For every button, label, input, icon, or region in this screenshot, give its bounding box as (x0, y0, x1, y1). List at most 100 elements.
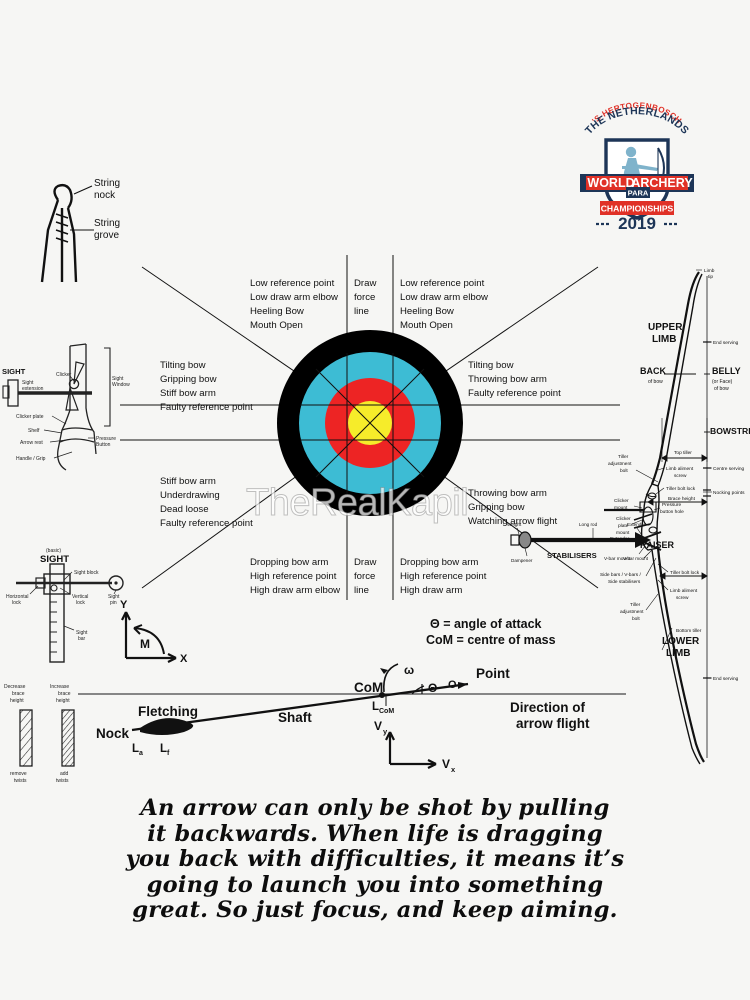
target-label-top-left: Low reference point Low draw arm elbow H… (250, 278, 338, 331)
measure-brace-height (647, 498, 708, 506)
label-back-of-bow-sub: of bow (648, 379, 663, 385)
label-shelf: Shelf (28, 428, 40, 434)
label-upper-limb-line2: LIMB (652, 334, 676, 345)
label-vy-sub: y (383, 727, 388, 736)
label-clicker-mount-1: Clicker (614, 498, 629, 504)
label-string-nock-line2: nock (94, 190, 116, 201)
v-bar-mount-wedge (635, 532, 651, 548)
label-tiller-bolt-lock-top: Tiller bolt lock (666, 486, 696, 492)
label-o: O (448, 679, 457, 691)
label-weight: Weight (507, 522, 522, 527)
label-pressure-button-hole-2: button hole (660, 509, 684, 515)
label-side-bars-1: Side bars / V-bars / (600, 572, 641, 578)
label-lower-limb-line1: LOWER (662, 636, 700, 647)
label-sight-extension-line1: Sight (22, 380, 34, 386)
svg-text:THE NETHERLANDS: THE NETHERLANDS (583, 105, 691, 137)
velocity-axes (385, 731, 437, 769)
dampener-weight (518, 531, 532, 549)
label-string-grove-line1: String (94, 218, 120, 229)
label-tiller-adj-bolt-bottom-3: bolt (632, 616, 640, 622)
moment-label: M (140, 637, 150, 651)
vertical-lock-screw (50, 584, 58, 592)
string-twist-loose (19, 709, 33, 767)
label-belly-of-bow: BELLY (712, 366, 741, 376)
target-label-bottom-left: Dropping bow arm High reference point Hi… (250, 557, 341, 596)
riser-leader-lines (43, 375, 94, 459)
label-sight-window-line1: Sight (112, 376, 124, 382)
quote-line-3: you back with difficulties, it means it’… (125, 846, 625, 872)
label-decrease-line2: brace (12, 691, 25, 697)
stabiliser-leader-lines (516, 527, 646, 557)
label-clicker-plate-3: mount (616, 530, 630, 536)
label-remove-line1: remove (10, 771, 27, 777)
measure-bottom-tiller (659, 572, 708, 580)
legend-com: CoM = centre of mass (426, 633, 556, 647)
side-bar-lower (638, 539, 662, 551)
label-brace-height: Brace height (668, 496, 696, 502)
label-vx-sub: x (451, 765, 456, 774)
string-serving-hatch (55, 213, 69, 243)
label-bowstring: BOWSTRING (710, 426, 750, 436)
sight-pin-dot (114, 581, 118, 585)
label-horizontal-lock-line1: Horizontal (6, 594, 29, 600)
label-v-bar-mount: V-bar mount (604, 556, 631, 562)
label-clicker-plate-1: Clicker (616, 516, 631, 522)
com-point (379, 692, 385, 698)
label-string-nock-line1: String (94, 178, 120, 189)
label-l-a-sub: a (139, 750, 143, 757)
brace-height-panel: Decrease brace height Increase brace hei… (2, 660, 108, 784)
legend-theta: Θ = angle of attack (430, 617, 542, 631)
label-lower-limb-line2: LIMB (666, 648, 690, 659)
label-l-f-sub: f (167, 750, 170, 757)
arrow-point-head (458, 682, 468, 689)
sight-leader-lines (29, 571, 117, 631)
label-l-f: L (160, 743, 167, 755)
recurve-bow-anatomy-panel: UPPER LIMB LOWER LIMB BACK of bow BELLY … (600, 258, 750, 778)
string-nock-panel: String nock String grove (18, 178, 136, 286)
label-tiller-adj-bolt-1: Tiller (618, 454, 629, 460)
label-tiller-adj-bolt-3: bolt (620, 468, 628, 474)
label-clicker-plate-2: plate (618, 523, 629, 529)
label-limb-aliment-bottom-2: screw (676, 595, 689, 601)
label-clicker-mount-2: mount (614, 505, 628, 511)
quote-line-5: great. So just focus, and keep aiming. (132, 897, 618, 923)
label-decrease-line3: height (10, 698, 24, 704)
logo-word-world: WORLD (587, 176, 634, 190)
label-l-com-sub: CoM (379, 708, 394, 715)
omega-arc (382, 663, 399, 693)
label-pressure-button-hole-1: Pressure (662, 502, 682, 508)
logo-championships: CHAMPIONSHIPS (601, 204, 674, 214)
label-theta: Θ (428, 681, 437, 695)
arrow-fletching (140, 718, 194, 735)
label-dampener: Dampener (511, 558, 533, 563)
label-increase-line3: height (56, 698, 70, 704)
logo-year: 2019 (618, 214, 656, 232)
label-add-line1: add (60, 771, 69, 777)
sight-window-bracket (104, 347, 111, 427)
target-label-bottom-right: Dropping bow arm High reference point Hi… (400, 557, 487, 596)
label-shaft: Shaft (278, 710, 312, 725)
label-tiller-adj-bolt-bottom-1: Tiller (630, 602, 641, 608)
label-bottom-tiller: Bottom tiller (676, 628, 702, 634)
stabilisers-panel: Weight Long rod Dampener Extender V-bar … (505, 518, 665, 580)
label-limb-aliment-1: Limb aliment (666, 466, 694, 472)
label-increase-line2: brace (58, 691, 71, 697)
label-sight-extension-line2: extension (22, 386, 44, 392)
label-pressure-button-line2: Button (96, 442, 111, 448)
label-end-serving-bottom: End serving (713, 676, 739, 682)
label-sight-pin-line2: pin (110, 600, 117, 606)
label-nocking-points: Nocking points (713, 490, 745, 496)
clicker-arm (73, 361, 85, 385)
riser-panel-title: SIGHT (2, 367, 26, 376)
label-extender-stab: Extender (627, 522, 646, 527)
target-label-top-center: Draw force line (354, 278, 377, 317)
label-com: CoM (354, 680, 383, 695)
label-sight-bar-line1: Sight (76, 630, 88, 636)
target-diagram (120, 255, 620, 600)
label-sight-pin-line1: Sight (108, 594, 120, 600)
sight-panel-title-small: (basic) (46, 548, 61, 554)
target-crosshair-overlay (300, 353, 440, 495)
label-sight-window-line2: Window (112, 382, 130, 388)
string-twist-tight (61, 709, 75, 767)
